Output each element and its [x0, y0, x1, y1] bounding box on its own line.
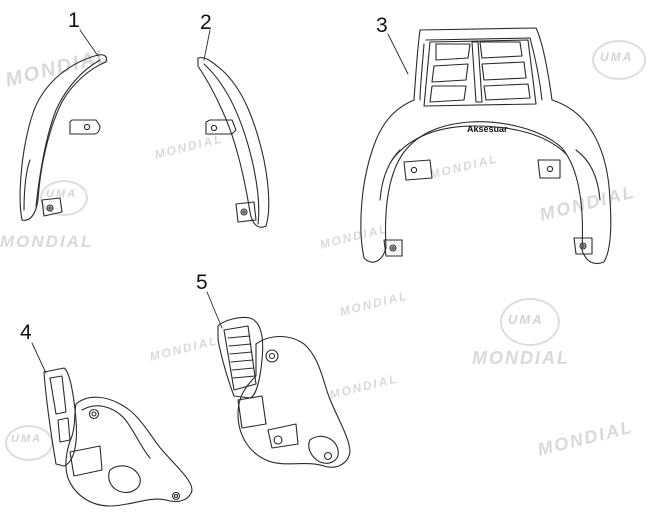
callout-5: 5: [196, 271, 208, 294]
part-3-label: Aksesuar: [467, 124, 508, 134]
watermark-text: MONDIAL: [0, 232, 94, 251]
leader-lines: [31, 29, 409, 374]
watermark-logo: [5, 425, 53, 461]
part-1-left-grab-rail: [19, 54, 108, 221]
watermark-logo: [40, 180, 88, 216]
callout-3: 3: [376, 14, 388, 37]
part-5-right-footrest-bracket: [217, 316, 351, 468]
callout-4: 4: [20, 321, 32, 344]
watermark-logo: [500, 298, 560, 346]
watermark-logo-text: UMA: [600, 50, 634, 64]
watermark-logo: [592, 40, 646, 80]
watermark-logo-text: UMA: [11, 433, 43, 445]
part-2-right-grab-rail: [197, 57, 270, 228]
part-3-rear-luggage-rack: [360, 27, 612, 265]
callout-1: 1: [68, 9, 80, 32]
watermark-logo-text: UMA: [508, 312, 544, 327]
watermark-text: MONDIAL: [472, 348, 570, 368]
callout-2: 2: [200, 11, 212, 34]
part-4-left-footrest-bracket: [43, 367, 193, 507]
watermark-logo-text: UMA: [46, 188, 78, 200]
